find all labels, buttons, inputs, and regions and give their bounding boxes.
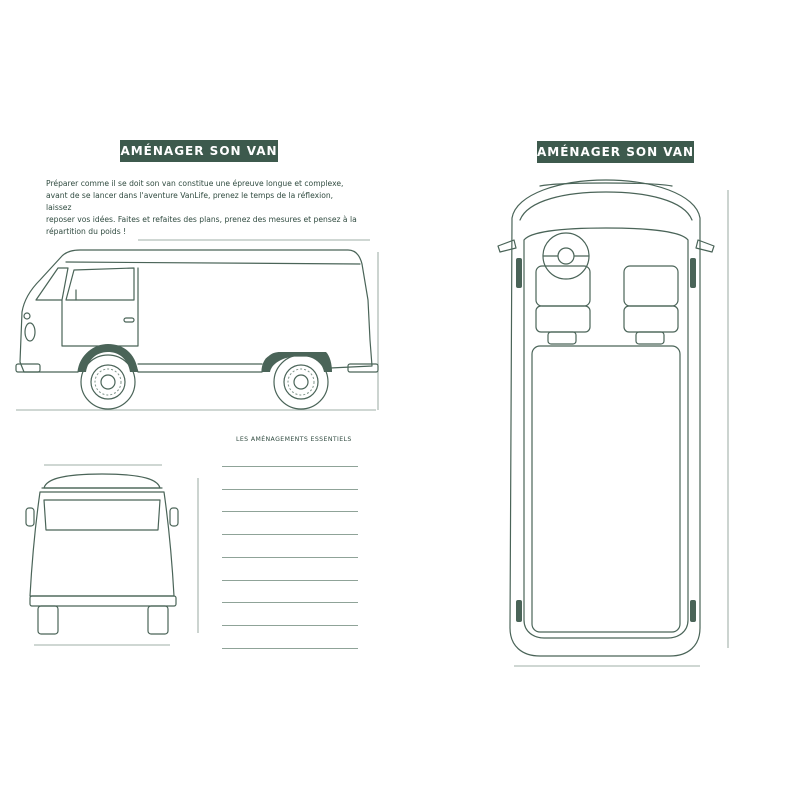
writing-line xyxy=(222,624,358,626)
van-front-view-icon xyxy=(25,464,199,646)
intro-line-1: Préparer comme il se doit son van consti… xyxy=(46,179,344,188)
intro-line-4: répartition du poids ! xyxy=(46,227,127,236)
writing-line xyxy=(222,488,358,490)
writing-line xyxy=(222,647,358,649)
van-side-view-icon xyxy=(15,239,379,411)
right-page-title-banner: AMÉNAGER SON VAN xyxy=(537,141,694,163)
writing-line xyxy=(222,579,358,581)
writing-line xyxy=(222,511,358,513)
intro-line-3: reposer vos idées. Faites et refaites de… xyxy=(46,215,357,224)
writing-line xyxy=(222,602,358,604)
van-top-view-icon xyxy=(497,179,729,667)
intro-line-2: avant de se lancer dans l'aventure VanLi… xyxy=(46,191,334,212)
left-page-title-banner: AMÉNAGER SON VAN xyxy=(120,140,278,162)
writing-line xyxy=(222,466,358,467)
intro-paragraph: Préparer comme il se doit son van consti… xyxy=(46,178,358,238)
writing-line xyxy=(222,556,358,558)
essential-fittings-heading: LES AMÉNAGEMENTS ESSENTIELS xyxy=(236,436,352,443)
writing-line xyxy=(222,534,358,536)
